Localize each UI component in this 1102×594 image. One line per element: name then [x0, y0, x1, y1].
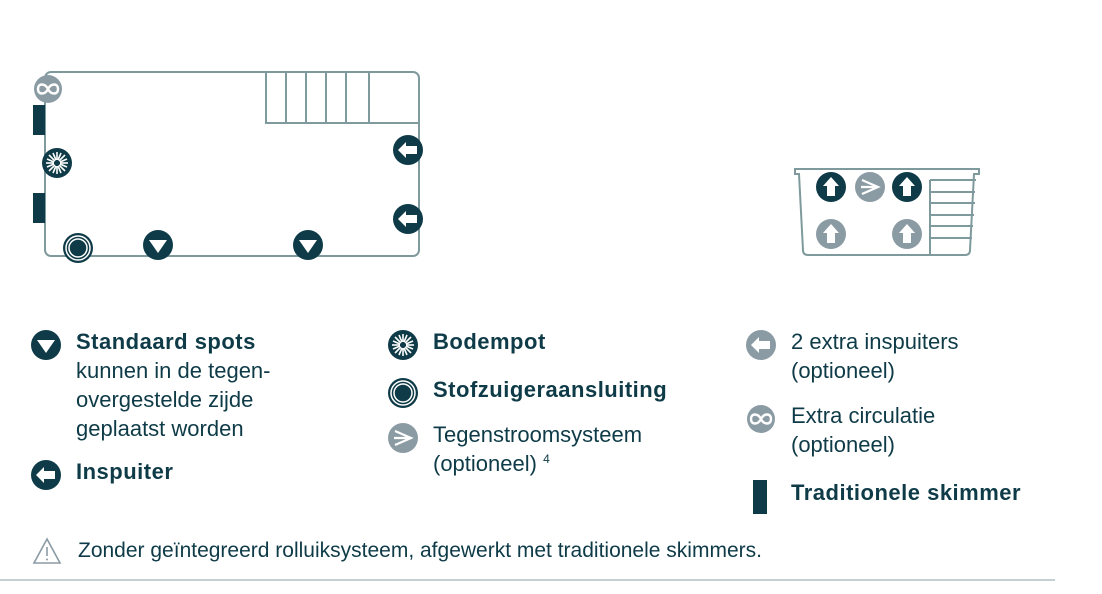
- vacuum-connection-icon: [62, 232, 94, 264]
- legend-desc: kunnen in de tegen-: [76, 358, 271, 383]
- arrow-up-icon: [892, 172, 922, 202]
- note-text: Zonder geïntegreerd rolluiksysteem, afge…: [78, 539, 762, 562]
- vacuum-connection-icon: [387, 377, 419, 409]
- counter-current-icon: [853, 170, 887, 204]
- bottom-drain-icon: [387, 329, 419, 361]
- legend-text: (optioneel): [791, 432, 895, 457]
- note: Zonder geïntegreerd rolluiksysteem, afge…: [32, 537, 762, 565]
- arrow-up-grey-icon: [892, 219, 922, 249]
- legend-stofzuiger: Stofzuigeraansluiting: [387, 375, 667, 409]
- arrow-up-icon: [816, 172, 846, 202]
- legend-desc: overgestelde zijde: [76, 387, 254, 412]
- legend-title: Traditionele skimmer: [791, 480, 1022, 505]
- legend-standard-spots: Standaard spots kunnen in de tegen- over…: [30, 327, 271, 443]
- legend-text: (optioneel): [791, 358, 895, 383]
- legend-title: Standaard spots: [76, 329, 256, 354]
- legend-text: 2 extra inspuiters: [791, 329, 959, 354]
- legend-title: Stofzuigeraansluiting: [433, 377, 668, 402]
- skimmer-icon: [33, 193, 45, 223]
- legend-inspuiter: Inspuiter: [30, 457, 173, 491]
- counter-current-icon: [387, 422, 419, 454]
- legend-extra-inspuiters: 2 extra inspuiters (optioneel): [745, 327, 959, 385]
- pool-side-view: [794, 168, 980, 256]
- triangle-down-icon: [293, 230, 323, 260]
- skimmer-icon: [33, 105, 45, 135]
- infinity-icon: [745, 403, 777, 435]
- legend-tegenstroom: Tegenstroomsysteem (optioneel) 4: [387, 420, 642, 478]
- bottom-drain-icon: [41, 147, 73, 179]
- triangle-down-icon: [31, 330, 61, 360]
- footnote-ref: 4: [543, 452, 550, 466]
- legend-text: Extra circulatie: [791, 403, 936, 428]
- arrow-left-icon: [393, 135, 423, 165]
- arrow-left-grey-icon: [746, 330, 776, 360]
- legend-text: Tegenstroomsysteem: [433, 422, 643, 447]
- divider: [0, 579, 1055, 581]
- infinity-icon: [32, 73, 64, 105]
- pool-diagrams: [32, 71, 980, 264]
- legend-title: Inspuiter: [76, 459, 174, 484]
- pool-top-view: [32, 71, 423, 264]
- warning-icon: [32, 537, 62, 564]
- arrow-left-icon: [393, 204, 423, 234]
- legend-title: Bodempot: [433, 329, 546, 354]
- legend-bodempot: Bodempot: [387, 327, 546, 361]
- legend-text: (optioneel): [433, 451, 537, 476]
- arrow-up-grey-icon: [816, 219, 846, 249]
- arrow-left-icon: [31, 460, 61, 490]
- stairs: [265, 72, 419, 124]
- triangle-down-icon: [143, 230, 173, 260]
- legend-extra-circulatie: Extra circulatie (optioneel): [745, 401, 935, 459]
- skimmer-icon: [753, 480, 767, 514]
- legend-skimmer: Traditionele skimmer: [745, 478, 1021, 516]
- legend-desc: geplaatst worden: [76, 416, 244, 441]
